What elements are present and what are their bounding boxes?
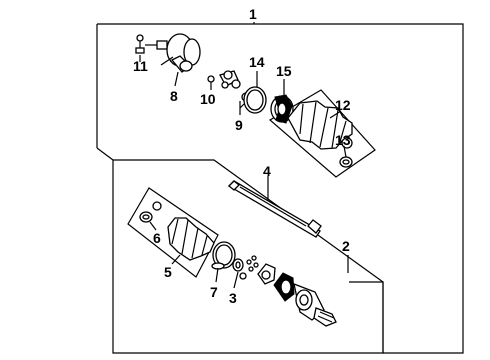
callout-5: 5 bbox=[164, 264, 172, 280]
tripod-spider-part bbox=[207, 70, 241, 89]
inner-cv-housing-part bbox=[145, 33, 201, 73]
callout-4: 4 bbox=[263, 163, 271, 179]
outer-boot-kit-box bbox=[127, 187, 219, 278]
outer-cv-boot-part bbox=[167, 217, 215, 261]
callout-11: 11 bbox=[133, 58, 148, 74]
callout-10: 10 bbox=[200, 91, 216, 107]
bearing-cage-part bbox=[257, 263, 276, 285]
callout-3: 3 bbox=[229, 290, 237, 306]
inner-cv-boot-part bbox=[287, 100, 353, 150]
callout-1: 1 bbox=[249, 6, 257, 22]
inner-boot-kit-box bbox=[268, 89, 376, 178]
outer-small-clamp-part bbox=[139, 201, 162, 223]
callout-13: 13 bbox=[335, 132, 351, 148]
callout-9: 9 bbox=[235, 117, 243, 133]
boot-clamp-part bbox=[270, 94, 294, 124]
callout-12: 12 bbox=[335, 97, 351, 113]
stud-part bbox=[135, 34, 145, 54]
outer-cv-joint-part bbox=[273, 272, 337, 327]
outer-assembly-frame bbox=[97, 23, 464, 354]
outer-clamp-ring-part bbox=[211, 241, 236, 270]
cv-balls-part bbox=[246, 255, 259, 272]
leader-lines bbox=[139, 22, 349, 289]
axle-shaft-part bbox=[227, 180, 322, 238]
callout-2: 2 bbox=[342, 238, 350, 254]
callout-6: 6 bbox=[153, 230, 161, 246]
callout-8: 8 bbox=[170, 88, 178, 104]
inner-assembly-frame bbox=[112, 159, 384, 354]
snap-ring-part bbox=[232, 258, 247, 280]
callout-15: 15 bbox=[276, 63, 292, 79]
clamp-ring-part bbox=[239, 86, 267, 114]
callout-7: 7 bbox=[210, 284, 218, 300]
callout-14: 14 bbox=[249, 54, 265, 70]
